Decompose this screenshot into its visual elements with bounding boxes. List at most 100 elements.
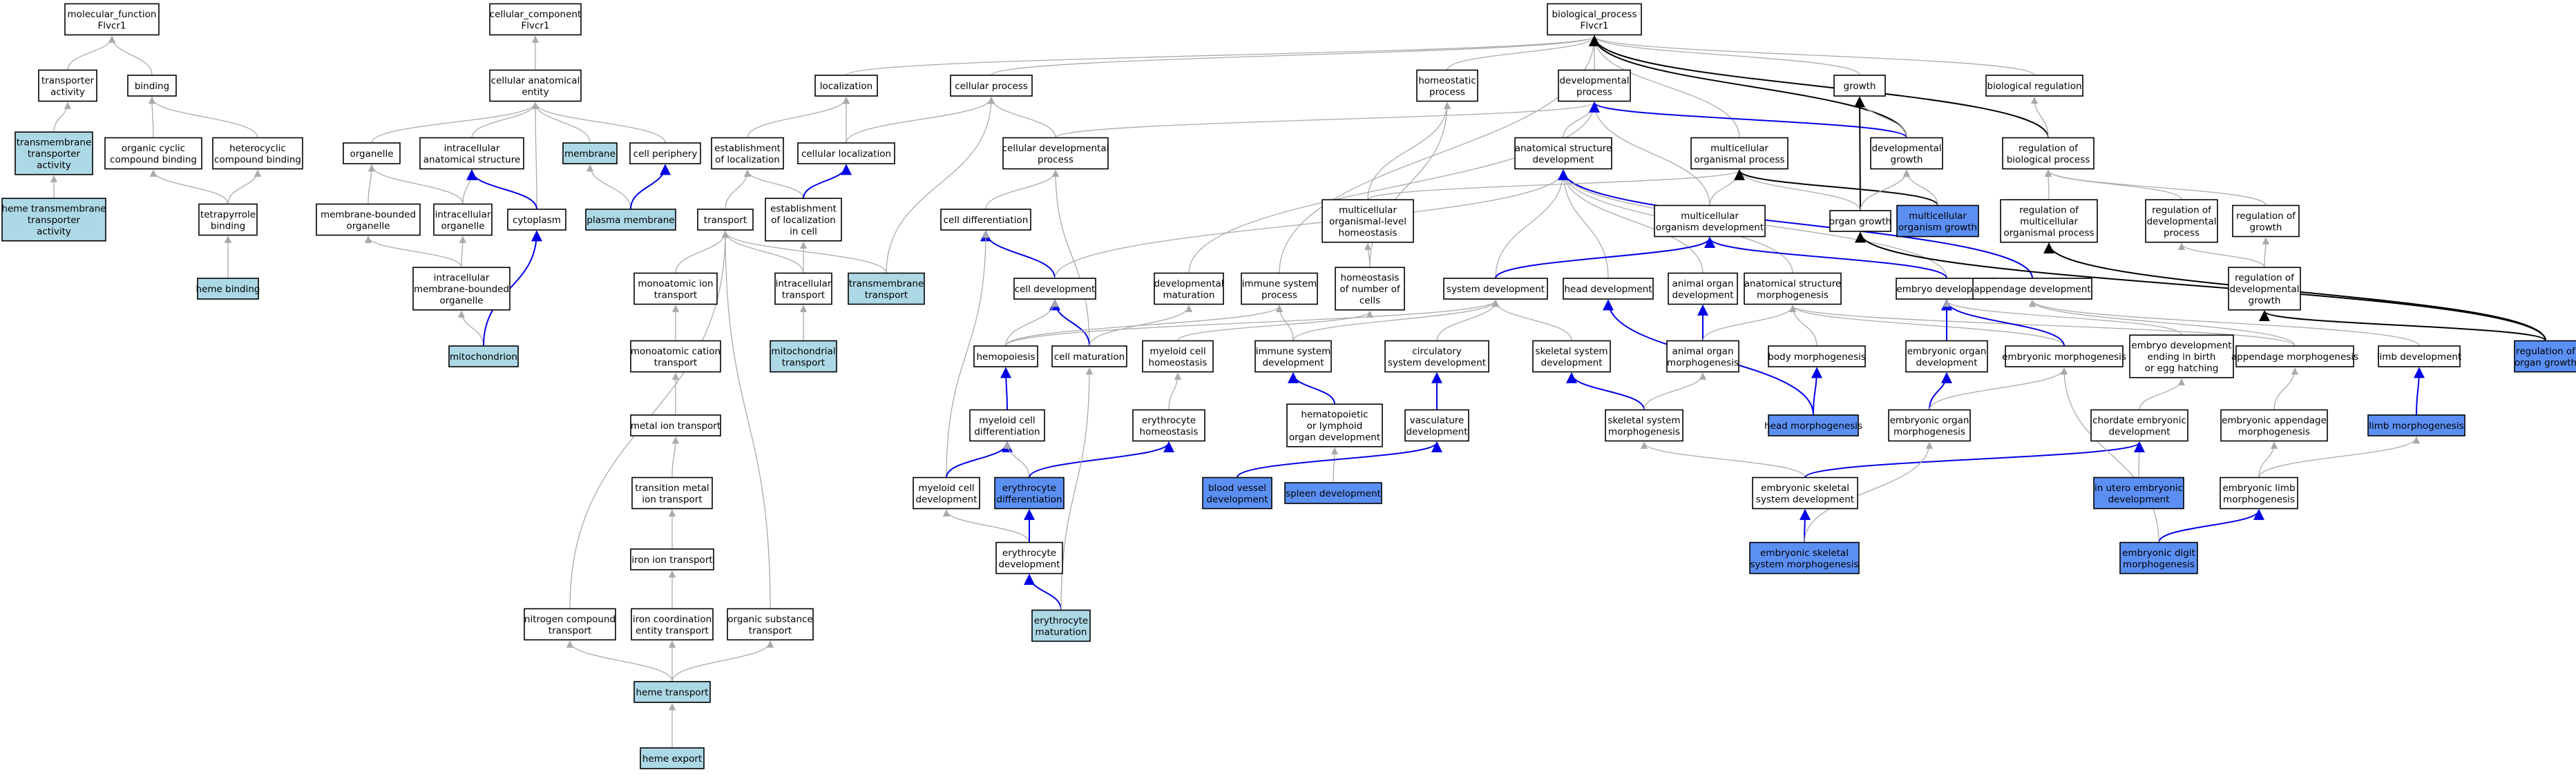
node-head-morph[interactable]: head morphogenesis xyxy=(1764,414,1862,436)
node-head-dev[interactable]: head development xyxy=(1563,278,1654,300)
node-appendage-dev[interactable]: appendage development xyxy=(1972,278,2092,300)
node-cytoplasm[interactable]: cytoplasm xyxy=(507,209,566,231)
node-heme-transport[interactable]: heme transport xyxy=(633,681,711,703)
node-membrane[interactable]: membrane xyxy=(562,142,618,164)
node-metal-ion[interactable]: metal ion transport xyxy=(630,414,721,436)
node-mitochondrion[interactable]: mitochondrion xyxy=(448,345,519,367)
node-limb-dev[interactable]: limb development xyxy=(2377,345,2462,367)
node-appendage-morph[interactable]: appendage morphogenesis xyxy=(2231,345,2358,367)
node-growth[interactable]: growth xyxy=(1833,75,1886,97)
node-system-dev[interactable]: system development xyxy=(1443,278,1548,300)
node-localization[interactable]: localization xyxy=(814,75,878,97)
node-cell-development[interactable]: cell development xyxy=(1013,278,1096,300)
node-body-morph[interactable]: body morphogenesis xyxy=(1768,345,1866,367)
node-plasma-membrane[interactable]: plasma membrane xyxy=(585,209,676,231)
node-organelle[interactable]: organelle xyxy=(343,142,401,164)
node-emb-morph[interactable]: embryonic morphogenesis xyxy=(2002,345,2126,367)
node-cellular-process[interactable]: cellular process xyxy=(950,75,1033,97)
node-spleen-dev[interactable]: spleen development xyxy=(1284,482,1382,504)
node-cellular-loc[interactable]: cellular localization xyxy=(797,142,895,164)
node-hemopoiesis[interactable]: hemopoiesis xyxy=(973,345,1038,367)
node-limb-morph[interactable]: limb morphogenesis xyxy=(2367,414,2465,436)
node-organ-growth[interactable]: organ growth xyxy=(1829,210,1891,232)
node-iron-ion[interactable]: iron ion transport xyxy=(630,548,714,570)
node-heme-export[interactable]: heme export xyxy=(640,747,705,769)
node-binding[interactable]: binding xyxy=(127,75,177,97)
node-bio-reg[interactable]: biological regulation xyxy=(1985,75,2083,97)
node-cell-maturation[interactable]: cell maturation xyxy=(1051,345,1127,367)
node-heme-binding[interactable]: heme binding xyxy=(196,278,260,300)
node-transport[interactable]: transport xyxy=(697,209,754,231)
